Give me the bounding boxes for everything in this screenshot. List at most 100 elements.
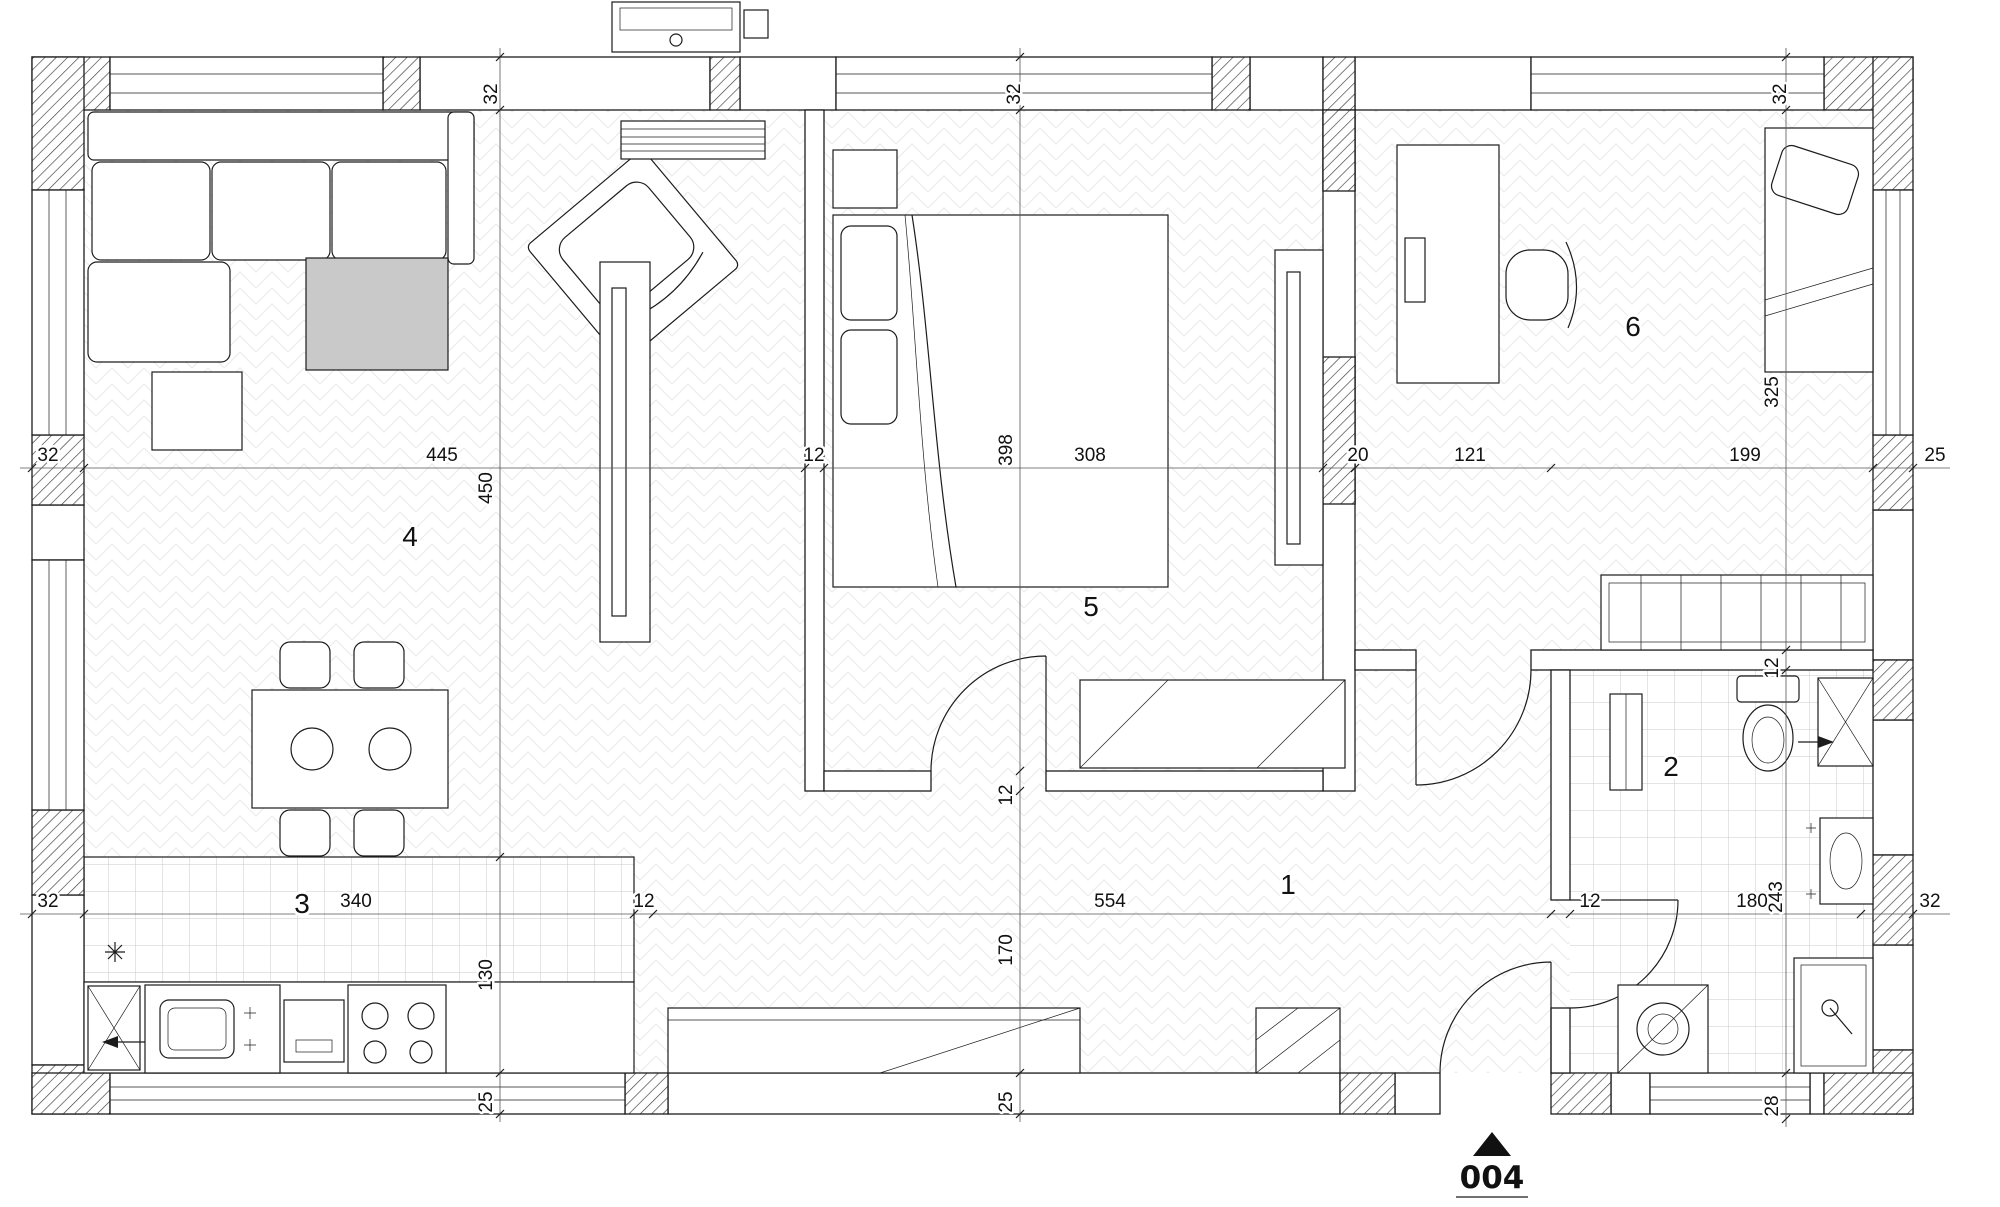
wall-office-hall [1354, 649, 1417, 671]
wall-segment [31, 894, 85, 1066]
entrance-marker: 004 [1456, 1132, 1528, 1198]
room-label-kitchen: 3 [294, 888, 310, 919]
dining-table [251, 689, 449, 809]
wall-segment [739, 56, 837, 111]
pillar [1339, 1072, 1396, 1115]
window [1530, 56, 1825, 111]
wall-living-bedroom [804, 109, 825, 792]
hall-sideboard [667, 1007, 1081, 1074]
pillow [1770, 144, 1860, 216]
dim-top-wall-a: 32 [481, 83, 502, 104]
dim-bath-width: 180 [1736, 891, 1768, 912]
wall-pillars [31, 56, 1914, 1115]
side-table [151, 371, 243, 451]
pillar [31, 56, 85, 191]
dining-set [251, 641, 449, 857]
tv-cabinet [599, 261, 651, 643]
window [1649, 1072, 1811, 1115]
chair [353, 809, 405, 857]
single-bed [1764, 127, 1874, 373]
room-label-hallway: 1 [1280, 869, 1296, 900]
bathroom-furniture [1609, 675, 1874, 1074]
radiator [620, 120, 766, 160]
dim-left-wall-a: 32 [37, 445, 58, 466]
pillar [1872, 659, 1914, 721]
dim-living-width: 445 [426, 445, 458, 466]
dim-hall-length: 554 [1094, 891, 1126, 912]
wall-segment [1872, 719, 1914, 856]
dim-office-width: 199 [1729, 445, 1761, 466]
wall-segment [1354, 56, 1532, 111]
pillar [709, 56, 741, 111]
dim-office-depth: 325 [1762, 376, 1783, 408]
bedroom-furniture [832, 149, 1346, 769]
boiler-unit [87, 985, 141, 1071]
dim-ticks [1781, 52, 1791, 1124]
dim-bottom-wall-b: 25 [996, 1091, 1017, 1112]
kitchen-counter-tiles [83, 856, 635, 983]
chair [279, 809, 331, 857]
dim-bedroom-width: 308 [1074, 445, 1106, 466]
dim-office-wall: 12 [1762, 657, 1783, 678]
wall-bath-left [1550, 669, 1571, 901]
chair [279, 641, 331, 689]
washing-machine [1617, 984, 1709, 1074]
wall-segment [1872, 944, 1914, 1051]
wall-segment [1610, 1072, 1651, 1115]
dim-ticks [495, 52, 505, 1119]
doors [930, 655, 1679, 1074]
door-bathroom [1569, 899, 1679, 1009]
room-label-bathroom: 2 [1663, 751, 1679, 782]
wall-segment [1809, 1072, 1825, 1115]
door-entrance [1439, 961, 1552, 1074]
wall-bath-left [1550, 1007, 1571, 1074]
double-bed [832, 214, 1169, 588]
wall-segment [1872, 509, 1914, 661]
plate [290, 727, 334, 771]
dim-bath-wall: 12 [1579, 891, 1600, 912]
dim-ticks [1015, 52, 1025, 1119]
door-bedroom [930, 655, 1047, 772]
pillar [1823, 1072, 1914, 1115]
top-external-unit [611, 1, 769, 53]
dim-left-wall-b: 32 [37, 891, 58, 912]
dim-right-wall-b: 32 [1919, 891, 1940, 912]
star-symbol-icon [105, 942, 125, 962]
room-labels: 1 2 3 4 5 6 [291, 308, 1682, 922]
dresser-bench [1079, 679, 1346, 769]
room-label-living: 4 [402, 521, 418, 552]
stove [347, 984, 447, 1074]
kitchen-sink [144, 984, 281, 1074]
pillar [31, 1072, 111, 1115]
dim-wall-living-bedroom: 12 [803, 445, 824, 466]
desk [1396, 144, 1500, 384]
dim-top-wall-b: 32 [1004, 83, 1025, 104]
dim-right-wall-a: 25 [1924, 445, 1945, 466]
pillar [1872, 56, 1914, 191]
toilet [1736, 675, 1800, 772]
dim-kitchen-depth: 130 [476, 959, 497, 991]
dim-bottom-wall-c: 28 [1762, 1095, 1783, 1116]
pillar [624, 1072, 669, 1115]
monitor [1404, 237, 1426, 303]
window [109, 56, 384, 111]
dim-bath-depth: 243 [1766, 881, 1787, 913]
tv-panel [1274, 249, 1324, 566]
arrow-left-icon [102, 1036, 150, 1048]
wall-office-bath [1530, 649, 1874, 671]
dim-wall-bedroom-office: 20 [1347, 445, 1368, 466]
shower-head-icon [1821, 999, 1839, 1017]
windows [31, 56, 1914, 1115]
dim-living-depth: 450 [476, 472, 497, 504]
burner-icon [409, 1040, 433, 1064]
plate [368, 727, 412, 771]
hall-cabinet [1255, 1007, 1341, 1074]
burner-icon [361, 1002, 389, 1030]
exterior-walls [31, 56, 1914, 1115]
wall-bedroom-hall [1045, 770, 1324, 792]
dim-bottom-wall-a: 25 [476, 1091, 497, 1112]
drawer-cabinet [283, 999, 345, 1063]
unit-number: 004 [1460, 1160, 1525, 1196]
